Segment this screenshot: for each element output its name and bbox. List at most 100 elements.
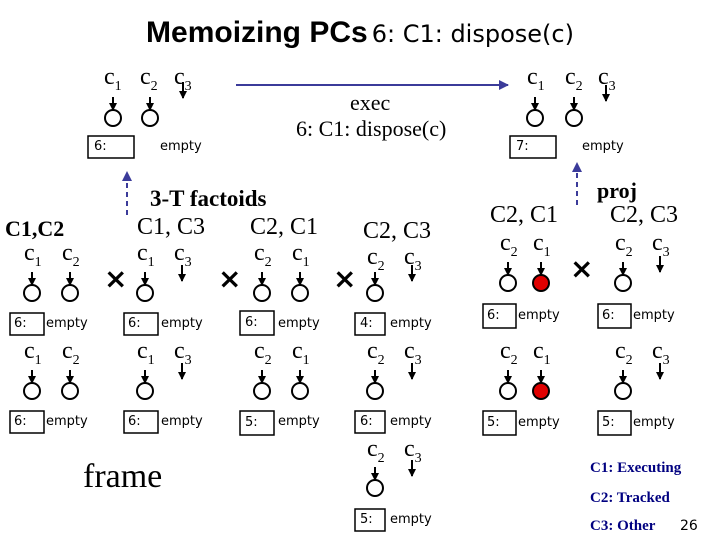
state-right-value: empty [582,139,624,154]
g3-r2-label-b: c1 [292,338,310,368]
g3-r2-value: empty [278,414,320,429]
g1-r1-value: empty [46,316,88,331]
g1-r2-value: empty [46,414,88,429]
g5-r2-pc: 5: [487,415,500,430]
g6-r1-value: empty [633,308,675,323]
g3-r1-label-b: c1 [292,240,310,270]
g4-r2-value: empty [390,414,432,429]
g1-r2-label-b: c2 [62,338,80,368]
title-sub: 6: C1: dispose(c) [371,20,574,48]
g1-row2-graphics [9,370,79,434]
thread-c1-top-right [526,97,544,127]
g6-r1-label-b: c3 [652,230,670,260]
g1-r1-label-a: c1 [24,240,42,270]
g1-r2-label-a: c1 [24,338,42,368]
state-right-pc: 7: [516,139,529,154]
cross-icon: × [218,262,242,295]
g6-title: C2, C3 [610,202,679,228]
factoids-label: 3-T factoids [150,186,267,211]
g4-r2-label-a: c2 [367,338,385,368]
g2-row1-graphics [123,265,186,336]
state-right-c3: c3 [598,64,616,94]
g5-r2-value: empty [518,415,560,430]
g1-r1-label-b: c2 [62,240,80,270]
g5-r1-value: empty [518,308,560,323]
g2-r1-value: empty [161,316,203,331]
g4-r3-value: empty [390,512,432,527]
g2-r2-value: empty [161,414,203,429]
state-left-c3: c3 [174,64,192,94]
g5-r1-label-b: c1 [533,230,551,260]
g5-row2-graphics [482,370,550,436]
g4-r1-label-b: c3 [404,244,422,274]
g4-r2-pc: 6: [360,414,373,429]
thread-c2-top-right [565,97,583,127]
g1-row1-graphics [9,272,79,336]
exec-statement: 6: C1: dispose(c) [296,116,447,141]
g2-r2-label-b: c3 [174,338,192,368]
state-right-c1: c1 [527,64,545,94]
state-left-c2: c2 [140,64,158,94]
g4-r1-value: empty [390,316,432,331]
g6-r2-value: empty [633,415,675,430]
g1-title: C1,C2 [5,216,65,241]
pc-box-top-left [87,135,135,159]
g6-r1-pc: 6: [602,308,615,323]
g2-r1-pc: 6: [128,316,141,331]
g3-r1-pc: 6: [245,315,258,330]
g4-row1-graphics [354,265,416,336]
exec-label: exec [350,90,391,115]
g4-row2-graphics [354,363,416,434]
title-main: Memoizing PCs [146,16,368,49]
g6-row2-graphics [597,363,664,436]
g4-row3-graphics [354,460,416,532]
slide-title: Memoizing PCs 6: C1: dispose(c) [0,16,720,50]
g2-r2-pc: 6: [128,414,141,429]
g6-row1-graphics [597,256,664,329]
g3-row1-graphics [239,272,309,336]
g5-r1-label-a: c2 [500,230,518,260]
g3-r2-pc: 5: [245,415,258,430]
g5-r2-label-a: c2 [500,338,518,368]
g5-title: C2, C1 [490,202,559,228]
thread-c1-top-left [104,97,122,127]
pc-box-top-right [509,135,557,159]
legend-executing: C1: Executing [590,460,682,476]
g3-r2-label-a: c2 [254,338,272,368]
state-right-c2: c2 [565,64,583,94]
g4-title: C2, C3 [363,218,432,244]
g5-r1-pc: 6: [487,308,500,323]
state-left-c1: c1 [104,64,122,94]
thread-c2-top-left [141,97,159,127]
g2-r1-label-b: c3 [174,240,192,270]
g6-r1-label-a: c2 [615,230,633,260]
proj-label: proj [597,178,637,203]
cross-icon: × [104,262,128,295]
g6-r2-label-a: c2 [615,338,633,368]
g5-row1-graphics [482,262,550,329]
g2-r2-label-a: c1 [137,338,155,368]
g4-r3-label-a: c2 [367,436,385,466]
g4-r2-label-b: c3 [404,338,422,368]
g4-r1-label-a: c2 [367,244,385,274]
g6-r2-label-b: c3 [652,338,670,368]
g4-r1-pc: 4: [360,316,373,331]
g6-r2-pc: 5: [602,415,615,430]
g5-r2-label-b: c1 [533,338,551,368]
g4-r3-label-b: c3 [404,436,422,466]
g2-title: C1, C3 [137,214,206,240]
g1-r2-pc: 6: [14,414,27,429]
g3-row2-graphics [239,370,309,436]
cross-icon: × [570,252,594,285]
g2-row2-graphics [123,363,186,434]
frame-label: frame [83,458,163,495]
cross-icon: × [333,262,357,295]
legend-tracked: C2: Tracked [590,490,670,506]
state-left-pc: 6: [94,139,107,154]
legend-other: C3: Other [590,518,656,534]
g3-title: C2, C1 [250,214,319,240]
g4-r3-pc: 5: [360,512,373,527]
g3-r1-label-a: c2 [254,240,272,270]
page-number: 26 [680,518,698,534]
